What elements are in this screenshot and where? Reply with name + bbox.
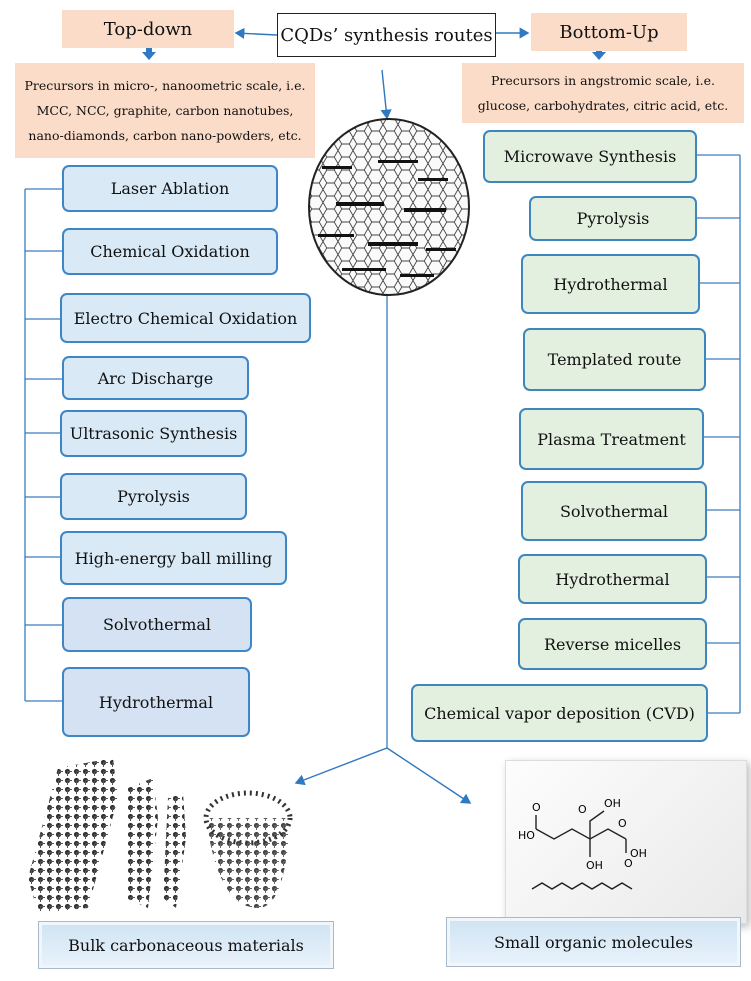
molecule-label: OH [604, 797, 621, 810]
method-laser-ablation: Laser Ablation [62, 165, 278, 212]
method-solvothermal: Solvothermal [62, 597, 252, 652]
top-down-heading: Top-down [62, 10, 234, 48]
citric-acid-structure-icon: OH O HO O OH O OH O [518, 797, 647, 890]
diagram-title: CQDs’ synthesis routes [277, 13, 496, 57]
method-ultrasonic-synthesis: Ultrasonic Synthesis [60, 410, 247, 457]
molecule-label: O [532, 801, 541, 814]
small-molecules-label: Small organic molecules [446, 917, 741, 967]
arrow-to-bulk [294, 747, 388, 786]
bulk-carbon-illustration [28, 758, 293, 913]
down-arrow-icon [592, 46, 606, 60]
molecule-label: OH [586, 859, 603, 872]
molecule-label: OH [630, 847, 647, 860]
arrow-to-sphere [380, 69, 392, 120]
method-pyrolysis: Pyrolysis [60, 473, 247, 520]
method-high-energy-ball-milling: High-energy ball milling [60, 531, 287, 585]
method-plasma-treatment: Plasma Treatment [519, 408, 704, 470]
molecule-label: HO [518, 829, 535, 842]
method-hydrothermal: Hydrothermal [62, 667, 250, 737]
carbon-nanotube-icon [206, 818, 290, 908]
right-bracket-ticks [697, 154, 740, 714]
bottom-up-precursors: Precursors in angstromic scale, i.e. glu… [462, 63, 744, 123]
precursor-line: Precursors in micro-, nanoometric scale,… [24, 78, 306, 93]
arrow-to-top-down [234, 27, 278, 40]
molecule-label: O [578, 803, 587, 816]
bulk-materials-label: Bulk carbonaceous materials [38, 921, 334, 969]
precursor-line: nano-diamonds, carbon nano-powders, etc. [28, 128, 302, 143]
arrow-to-small [386, 747, 472, 804]
precursor-line: MCC, NCC, graphite, carbon nanotubes, [36, 103, 294, 118]
method-chemical-oxidation: Chemical Oxidation [62, 228, 278, 275]
method-solvothermal-bu: Solvothermal [521, 481, 707, 541]
graphene-sheet-icon [163, 793, 186, 908]
method-arc-discharge: Arc Discharge [62, 356, 249, 400]
molecule-card: OH O HO O OH O OH O [505, 760, 747, 924]
graphene-sheet-icon [126, 778, 158, 908]
molecule-label: O [618, 817, 627, 830]
method-cvd: Chemical vapor deposition (CVD) [411, 684, 708, 742]
left-bracket-ticks [25, 188, 62, 702]
bottom-up-heading: Bottom-Up [531, 13, 687, 51]
method-electro-chemical-oxidation: Electro Chemical Oxidation [60, 293, 311, 343]
graphene-quantum-dot-illustration [308, 118, 470, 296]
method-hydrothermal-bu: Hydrothermal [521, 254, 700, 314]
precursor-line: Precursors in angstromic scale, i.e. [491, 73, 715, 88]
method-pyrolysis-bu: Pyrolysis [529, 196, 697, 241]
method-hydrothermal-bu-2: Hydrothermal [518, 554, 707, 604]
method-microwave-synthesis: Microwave Synthesis [483, 130, 697, 183]
method-reverse-micelles: Reverse micelles [518, 618, 707, 670]
method-templated-route: Templated route [523, 328, 706, 391]
graphene-sheet-icon [28, 758, 118, 913]
precursor-line: glucose, carbohydrates, citric acid, etc… [477, 98, 729, 113]
top-down-precursors: Precursors in micro-, nanoometric scale,… [15, 63, 315, 158]
molecule-label: O [624, 857, 633, 870]
down-arrow-icon [142, 46, 156, 60]
